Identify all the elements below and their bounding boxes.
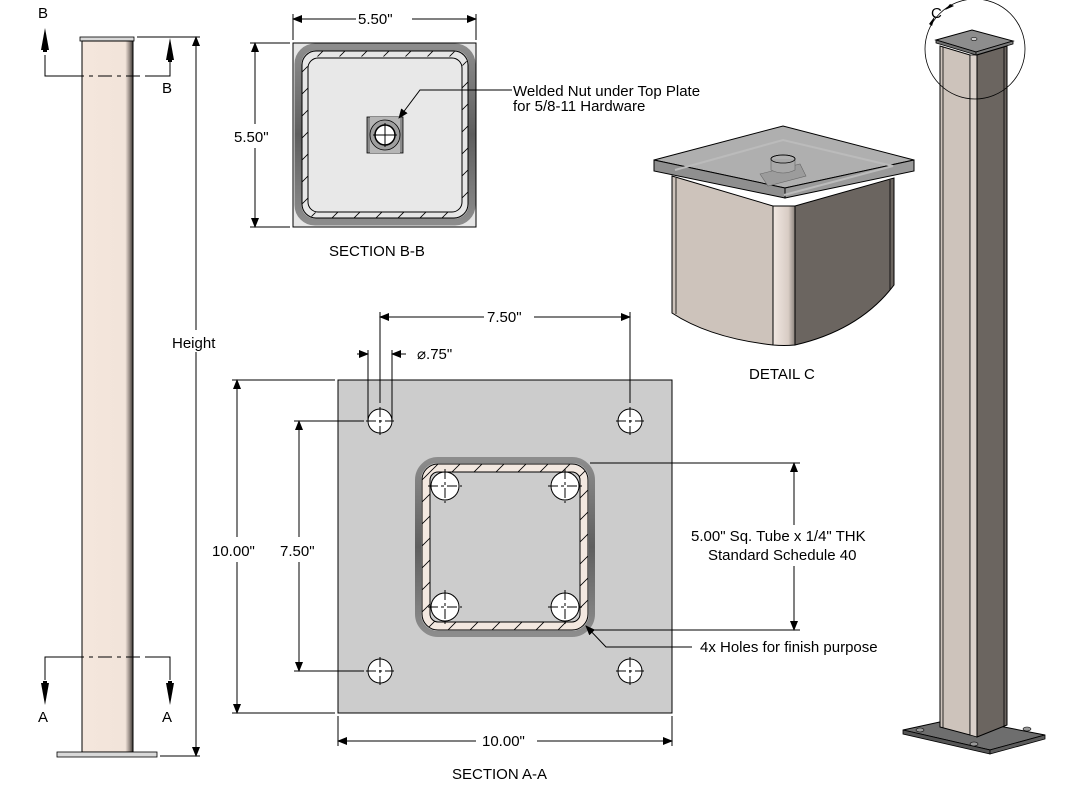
finish-holes xyxy=(428,469,582,624)
section-aa-title: SECTION A-A xyxy=(452,766,547,783)
section-a-label-right: A xyxy=(162,709,172,726)
plate-holes xyxy=(366,407,644,685)
welded-nut xyxy=(366,116,404,154)
section-b-label-right: B xyxy=(162,80,172,97)
section-bb-title: SECTION B-B xyxy=(329,243,425,260)
tube-section xyxy=(415,457,595,637)
front-view: B B A A Height xyxy=(38,5,216,758)
nut-callout-line1: Welded Nut under Top Plate xyxy=(513,83,700,100)
detail-c-marker-circle xyxy=(924,0,1026,100)
hole xyxy=(548,469,582,503)
tube-callout-line2: Standard Schedule 40 xyxy=(708,547,856,564)
aa-hole-spacing-vertical: 7.50" xyxy=(280,543,315,560)
hole xyxy=(616,657,644,685)
holes-callout-leader xyxy=(585,625,692,648)
tube-wall xyxy=(294,43,476,226)
section-a-cut-line xyxy=(41,656,174,705)
detail-c-marker-label: C xyxy=(931,5,942,22)
nut-callout-leader xyxy=(398,89,512,119)
detail-c-view: DETAIL C xyxy=(653,125,915,383)
detail-c-title: DETAIL C xyxy=(749,366,815,383)
base-plate xyxy=(56,751,158,758)
nut-callout-line2: for 5/8-11 Hardware xyxy=(513,98,645,115)
section-b-label-left: B xyxy=(38,5,48,22)
hole xyxy=(616,407,644,435)
tube-callout-line1: 5.00" Sq. Tube x 1/4" THK xyxy=(691,528,866,545)
bb-height-dimension: 5.50" xyxy=(234,129,269,146)
arrow-icon xyxy=(929,16,935,26)
height-dimension xyxy=(137,36,200,757)
section-b-cut-line xyxy=(41,28,174,77)
aa-hole-diameter: ⌀.75" xyxy=(417,346,452,363)
aa-plate-width-dimension: 10.00" xyxy=(482,733,525,750)
top-plate xyxy=(79,36,135,42)
section-aa-view: 7.50" ⌀.75" 10.00" 7.50" 10.00" 5.00" Sq… xyxy=(212,309,878,783)
post-body xyxy=(81,40,134,753)
arrow-icon xyxy=(945,4,954,10)
bb-width-dimension: 5.50" xyxy=(358,11,393,28)
hole xyxy=(366,657,394,685)
section-bb-view: 5.50" 5.50" Welded Nut under Top Plate f… xyxy=(234,11,700,260)
hole xyxy=(428,469,462,503)
isometric-post-view: C xyxy=(902,0,1046,755)
aa-plate-height-dimension: 10.00" xyxy=(212,543,255,560)
hole xyxy=(428,590,462,624)
aa-hole-spacing-horizontal: 7.50" xyxy=(487,309,522,326)
section-a-label-left: A xyxy=(38,709,48,726)
hole xyxy=(548,590,582,624)
height-label: Height xyxy=(172,335,216,352)
holes-callout: 4x Holes for finish purpose xyxy=(700,639,878,656)
hole xyxy=(366,407,394,435)
